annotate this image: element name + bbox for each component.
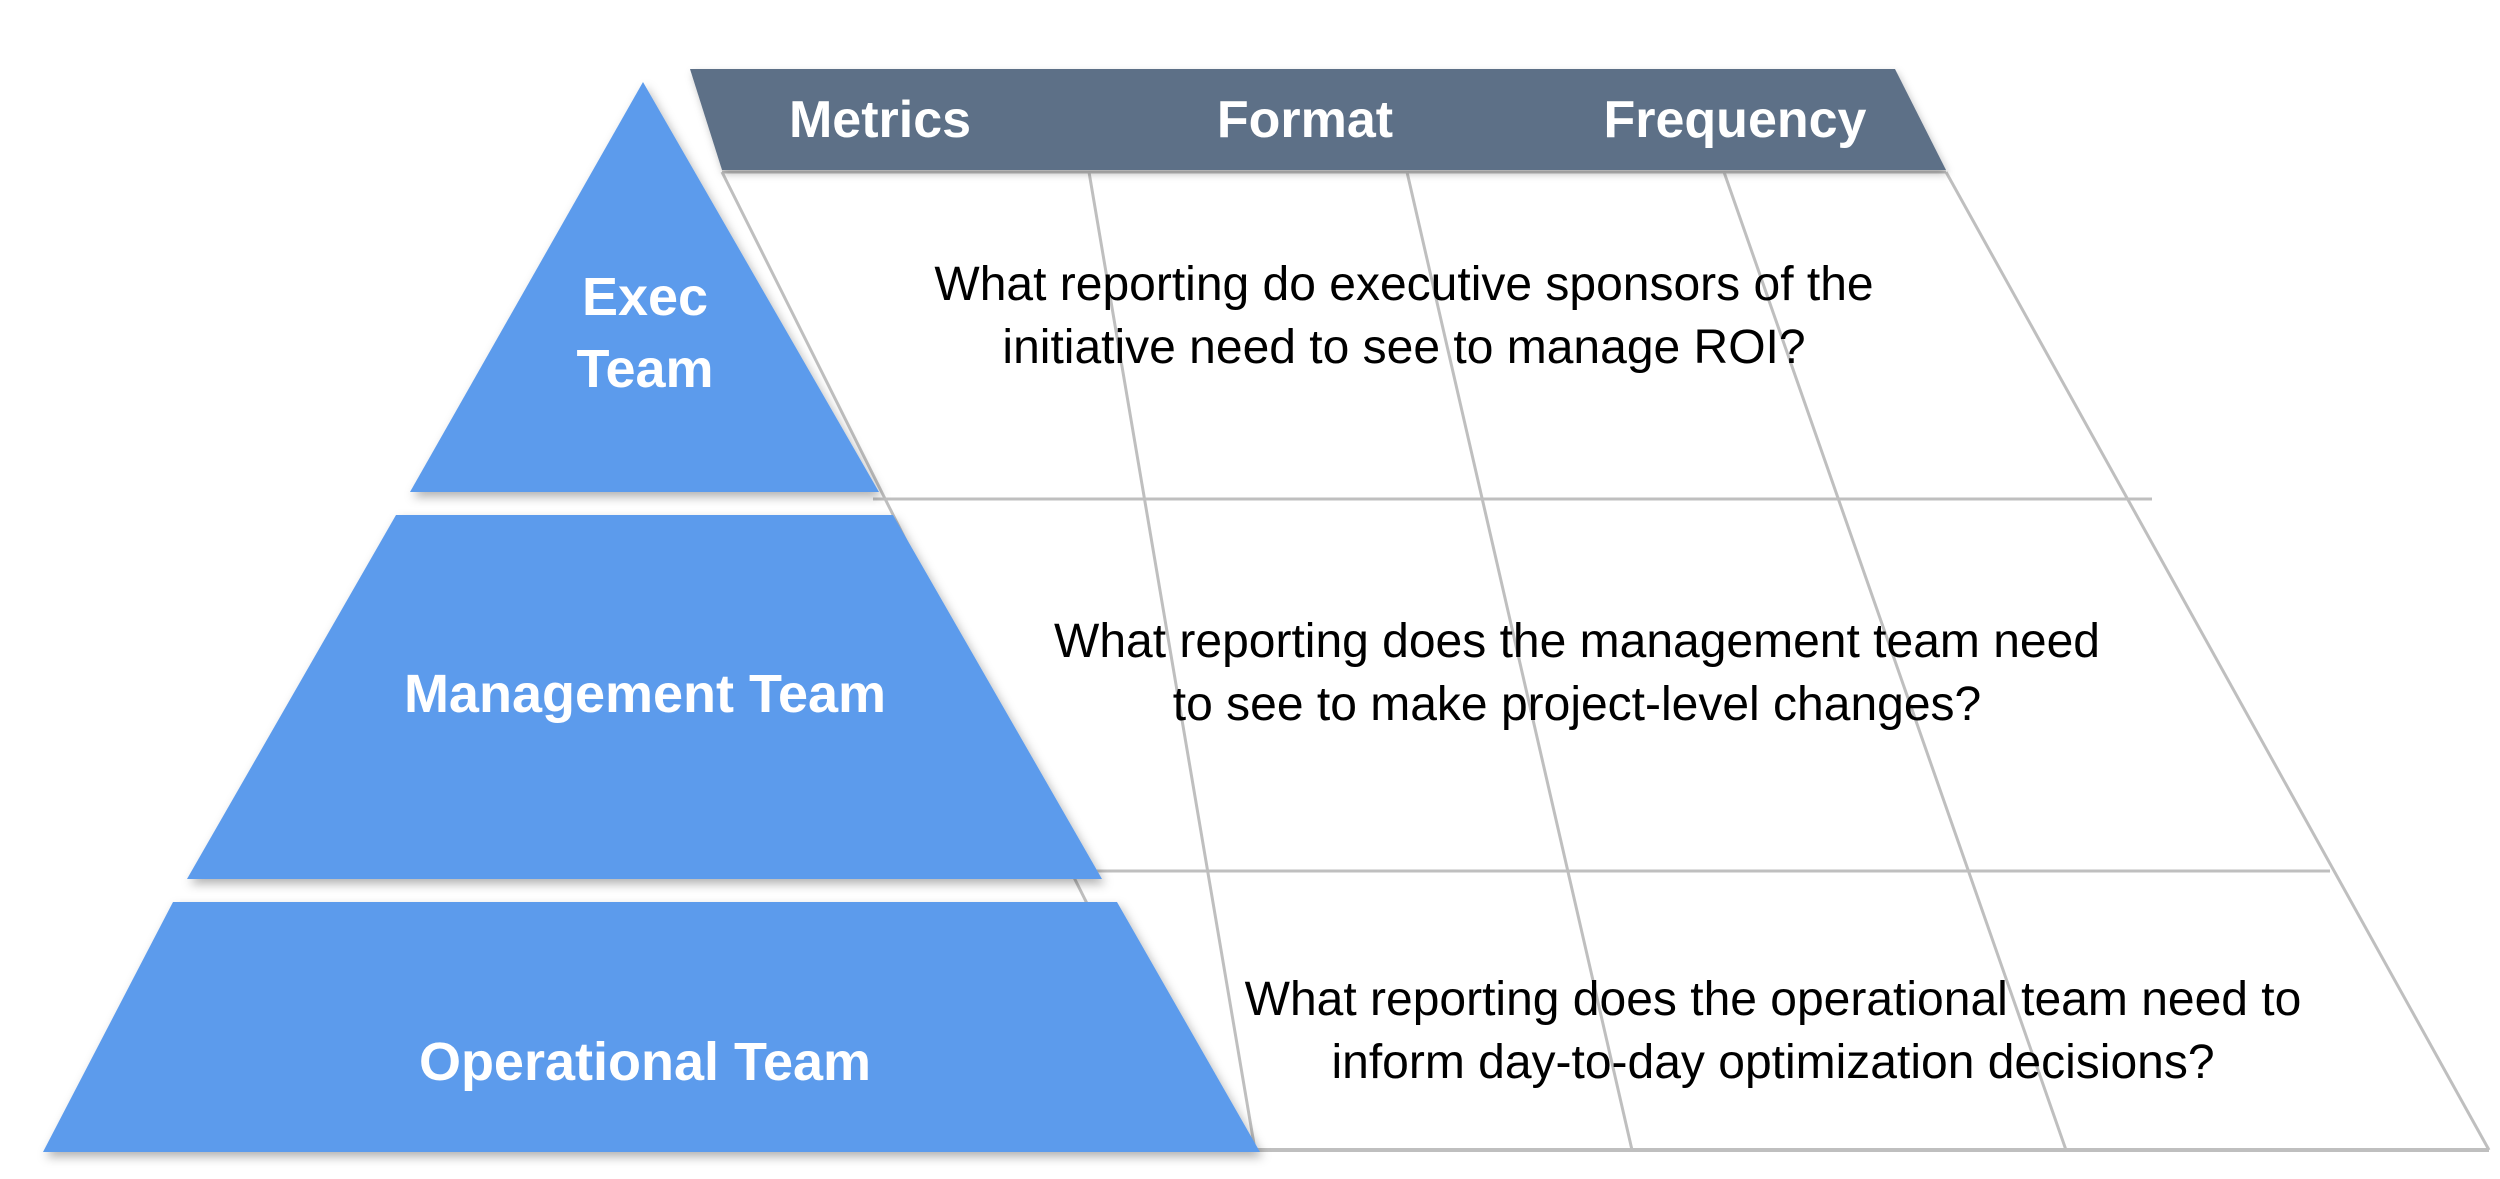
pyramid-tier-exec-label-line2: Team xyxy=(576,339,713,399)
pyramid-tier-exec[interactable]: Exec Team xyxy=(410,82,879,492)
header-label-format: Format xyxy=(1217,91,1393,149)
pyramid-tier-management[interactable]: Management Team xyxy=(187,515,1102,879)
matrix-row-management-question-line1: What reporting does the management team … xyxy=(1054,615,2100,668)
grid-line-col1 xyxy=(1087,171,1257,1151)
matrix-row-exec-question-line2: initiative need to see to manage ROI? xyxy=(1002,321,1805,374)
matrix-row-operational-question-line1: What reporting does the operational team… xyxy=(1245,973,2302,1026)
matrix-row-operational-question-line2: inform day-to-day optimization decisions… xyxy=(1331,1036,2214,1089)
matrix-row-operational: What reporting does the operational team… xyxy=(1245,973,2302,1089)
pyramid-tier-management-shape xyxy=(187,515,1102,879)
pyramid-tier-management-label: Management Team xyxy=(404,664,886,724)
header-bar-shape xyxy=(690,69,1946,170)
header-label-metrics: Metrics xyxy=(789,91,971,149)
grid-line-right-edge xyxy=(1944,171,2491,1151)
grid-line-col2 xyxy=(1405,171,1634,1151)
matrix-cells: What reporting do executive sponsors of … xyxy=(934,258,2301,1089)
pyramid-tier-exec-shape xyxy=(410,82,879,492)
grid-line-col3 xyxy=(1722,171,2068,1151)
matrix-row-management-question-line2: to see to make project-level changes? xyxy=(1173,678,1981,731)
pyramid-tier-operational-shape xyxy=(43,902,1260,1152)
pyramid-tier-exec-label-line1: Exec xyxy=(582,267,708,327)
matrix-row-management: What reporting does the management team … xyxy=(1054,615,2100,731)
matrix-row-exec-question-line1: What reporting do executive sponsors of … xyxy=(934,258,1873,311)
header-label-frequency: Frequency xyxy=(1604,91,1867,149)
pyramid-tier-operational-label: Operational Team xyxy=(419,1032,871,1092)
matrix-header-bar: Metrics Format Frequency xyxy=(690,69,1946,170)
pyramid-tier-operational[interactable]: Operational Team xyxy=(43,902,1260,1152)
pyramid: Exec Team Management Team Operational Te… xyxy=(43,82,1260,1152)
matrix-row-exec: What reporting do executive sponsors of … xyxy=(934,258,1873,374)
